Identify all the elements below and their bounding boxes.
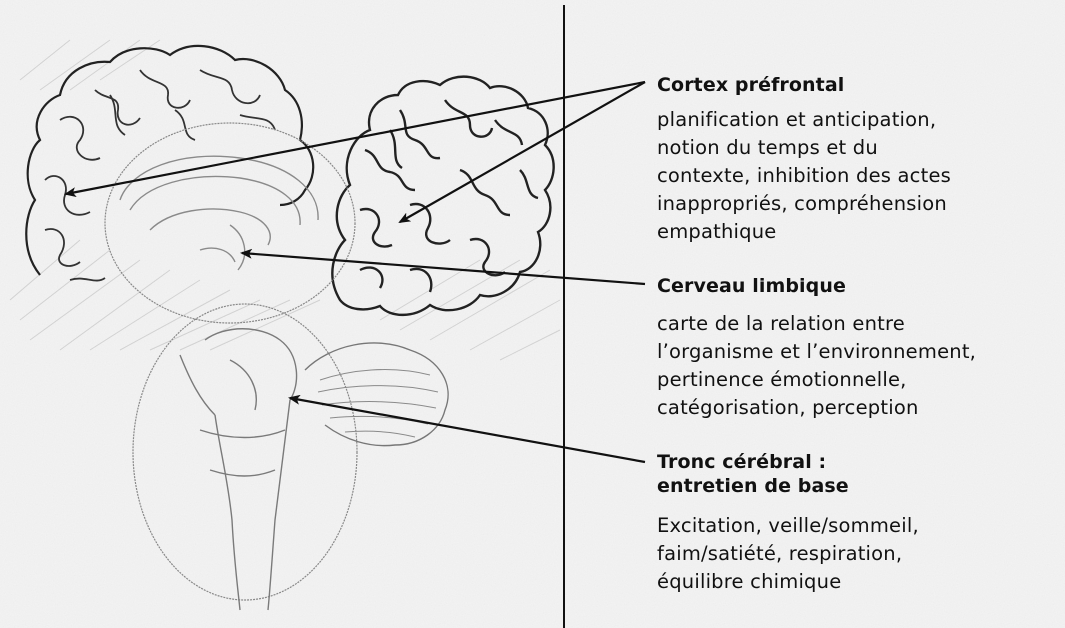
brainstem-description: Excitation, veille/sommeil, faim/satiété… [657,512,919,596]
brainstem-title-line: entretien de base [657,474,849,498]
brainstem-title-line: Tronc cérébral : [657,450,849,474]
prefrontal-description: planification et anticipation, notion du… [657,106,951,246]
prefrontal-desc-line: notion du temps et du [657,134,951,162]
limbic-desc-line: catégorisation, perception [657,394,976,422]
prefrontal-title: Cortex préfrontal [657,73,844,97]
limbic-desc-line: carte de la relation entre [657,310,976,338]
limbic-title: Cerveau limbique [657,274,846,298]
limbic-title-line: Cerveau limbique [657,274,846,298]
prefrontal-desc-line: contexte, inhibition des actes [657,162,951,190]
limbic-desc-line: l’organisme et l’environnement, [657,338,976,366]
prefrontal-desc-line: planification et anticipation, [657,106,951,134]
prefrontal-desc-line: empathique [657,218,951,246]
brainstem-desc-line: Excitation, veille/sommeil, [657,512,919,540]
prefrontal-title-line: Cortex préfrontal [657,73,844,97]
brainstem-desc-line: faim/satiété, respiration, [657,540,919,568]
brainstem-title: Tronc cérébral : entretien de base [657,450,849,498]
brainstem-desc-line: équilibre chimique [657,568,919,596]
limbic-desc-line: pertinence émotionnelle, [657,366,976,394]
prefrontal-desc-line: inappropriés, compréhension [657,190,951,218]
limbic-description: carte de la relation entre l’organisme e… [657,310,976,422]
